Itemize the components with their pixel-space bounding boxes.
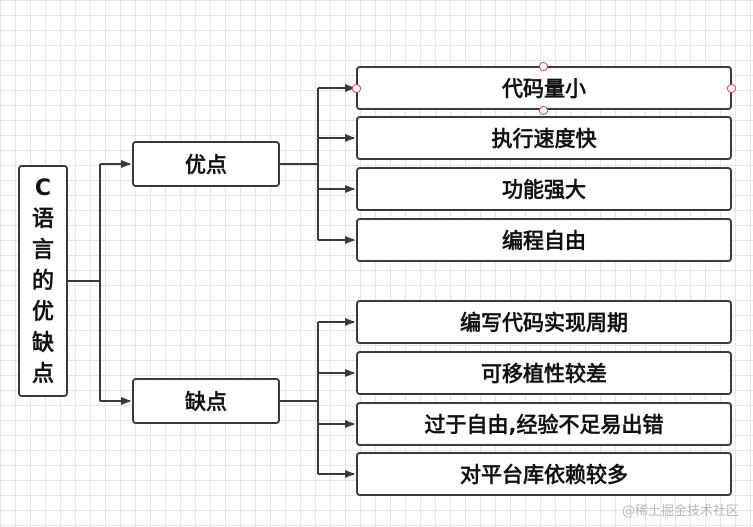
root-char: 言 [31, 237, 54, 263]
pros-item-3[interactable]: 功能强大 [356, 167, 732, 211]
pros-item-1[interactable]: 代码量小 [356, 66, 732, 110]
selection-handle-right[interactable] [727, 84, 736, 93]
root-char: 优 [31, 299, 54, 325]
leaf-label: 可移植性较差 [481, 362, 607, 386]
selection-handle-left[interactable] [352, 84, 361, 93]
cons-item-3[interactable]: 过于自由,经验不足易出错 [356, 402, 732, 446]
cons-label: 缺点 [185, 390, 227, 414]
cons-node[interactable]: 缺点 [132, 378, 280, 424]
root-char: 缺 [31, 330, 54, 356]
pros-item-2[interactable]: 执行速度快 [356, 116, 732, 160]
root-char: 的 [31, 268, 54, 294]
pros-item-4[interactable]: 编程自由 [356, 218, 732, 262]
leaf-label: 代码量小 [502, 77, 586, 101]
selection-handle-top[interactable] [539, 62, 548, 71]
root-char: C [34, 175, 52, 201]
cons-item-1[interactable]: 编写代码实现周期 [356, 300, 732, 344]
pros-label: 优点 [185, 153, 227, 177]
watermark: @稀土掘金技术社区 [621, 504, 739, 519]
leaf-label: 执行速度快 [491, 127, 597, 151]
leaf-label: 过于自由,经验不足易出错 [424, 413, 664, 437]
cons-item-2[interactable]: 可移植性较差 [356, 351, 732, 395]
pros-node[interactable]: 优点 [132, 141, 280, 187]
leaf-label: 功能强大 [502, 178, 586, 202]
leaf-label: 对平台库依赖较多 [460, 463, 628, 487]
leaf-label: 编程自由 [502, 229, 586, 253]
selection-handle-bottom[interactable] [539, 106, 548, 115]
root-char: 语 [31, 206, 54, 232]
cons-item-4[interactable]: 对平台库依赖较多 [356, 452, 732, 496]
root-char: 点 [31, 361, 54, 387]
root-node[interactable]: C 语 言 的 优 缺 点 [18, 165, 68, 397]
leaf-label: 编写代码实现周期 [460, 311, 628, 335]
